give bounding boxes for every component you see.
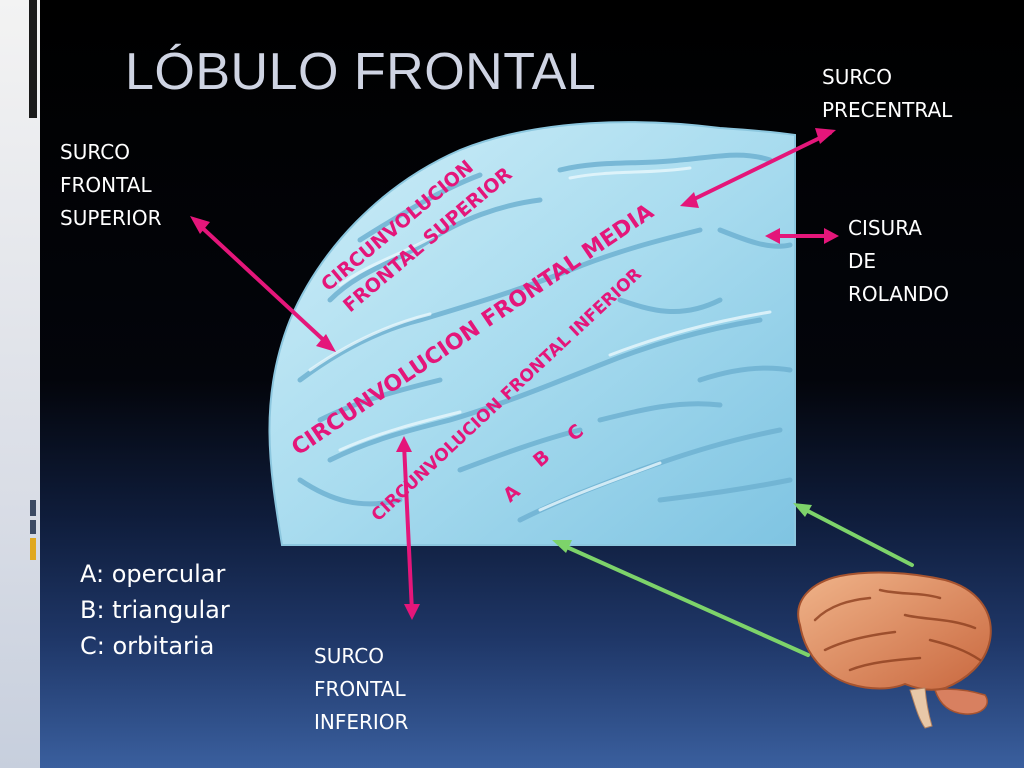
- strip-block: [29, 0, 37, 118]
- strip-block: [30, 538, 36, 560]
- legend-item: A: opercular: [80, 560, 226, 588]
- pink-arrowheads: [190, 128, 839, 620]
- label-cisura-rolando: CISURA DE ROLANDO: [848, 216, 950, 306]
- legend-item: B: triangular: [80, 596, 230, 624]
- label-surco-frontal-superior: SURCO FRONTAL SUPERIOR: [60, 140, 162, 230]
- label-surco-precentral: SURCO PRECENTRAL: [822, 65, 953, 122]
- strip-block: [30, 520, 36, 534]
- pink-arrows: [194, 131, 834, 614]
- green-arrows: [558, 505, 914, 657]
- brain-folds-light: [308, 166, 772, 512]
- whole-brain-illustration: [797, 571, 992, 729]
- arrow-green-lower: [558, 542, 810, 657]
- arrow-green-upper: [798, 505, 914, 567]
- arrow-surco-frontal-superior: [194, 220, 332, 348]
- left-decor-strip: [0, 0, 40, 768]
- strip-block: [30, 500, 36, 516]
- legend: A: opercular B: triangular C: orbitaria: [80, 556, 230, 664]
- label-surco-frontal-inferior: SURCO FRONTAL INFERIOR: [314, 644, 409, 734]
- green-arrowheads: [552, 503, 812, 553]
- legend-item: C: orbitaria: [80, 632, 215, 660]
- slide-title: LÓBULO FRONTAL: [125, 43, 597, 101]
- frontal-lobe-illustration: [268, 121, 796, 546]
- arrow-surco-frontal-inferior: [402, 442, 414, 614]
- arrow-surco-precentral: [684, 131, 832, 205]
